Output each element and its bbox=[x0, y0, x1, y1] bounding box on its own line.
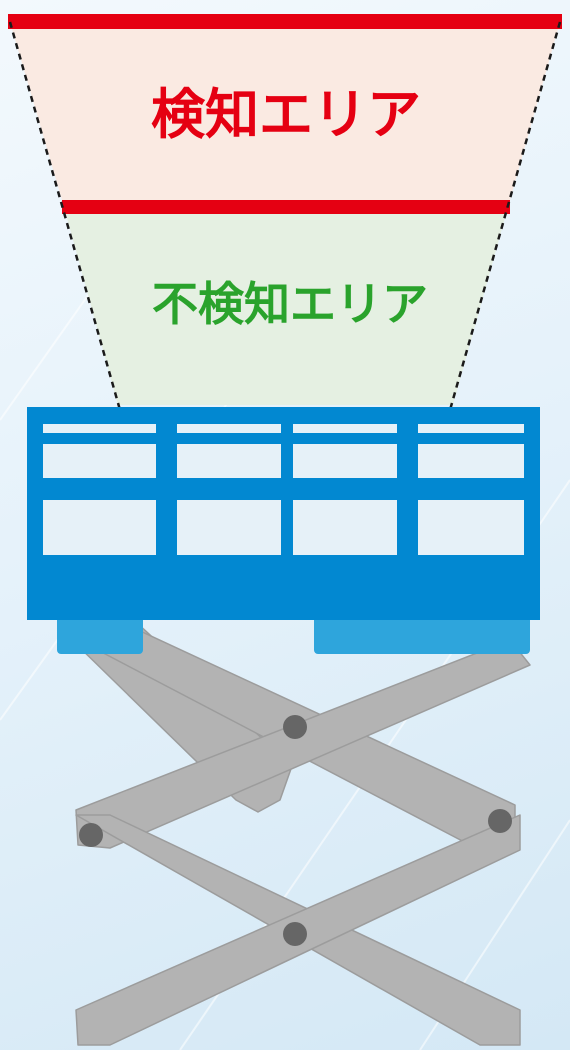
railing-strip bbox=[418, 424, 524, 433]
pivot-center-lower bbox=[283, 922, 307, 946]
detection-top-line bbox=[8, 14, 562, 29]
non-detection-zone-label: 不検知エリア bbox=[152, 277, 428, 331]
pivot-left bbox=[79, 823, 103, 847]
railing-opening bbox=[43, 500, 156, 555]
railing-opening bbox=[293, 444, 397, 478]
detection-zone-label: 検知エリア bbox=[151, 83, 421, 146]
railing-strip bbox=[293, 424, 397, 433]
railing-opening bbox=[293, 500, 397, 555]
railing-strip bbox=[43, 424, 156, 433]
railing-strip bbox=[177, 424, 281, 433]
non-detection-zone bbox=[64, 207, 508, 405]
detection-zone bbox=[10, 22, 560, 207]
scissor-lift-icon bbox=[27, 407, 540, 1046]
detection-boundary-line bbox=[62, 200, 510, 214]
pivot-center-upper bbox=[283, 715, 307, 739]
railing-opening bbox=[177, 444, 281, 478]
pivot-right bbox=[488, 809, 512, 833]
platform-foot-left bbox=[57, 616, 143, 654]
cone-left-edge bbox=[8, 21, 122, 411]
railing-opening bbox=[177, 500, 281, 555]
platform-foot-right bbox=[314, 616, 530, 654]
railing-opening bbox=[418, 500, 524, 555]
cone-right-edge bbox=[448, 21, 562, 411]
railing-opening bbox=[43, 444, 156, 478]
railing-opening bbox=[418, 444, 524, 478]
